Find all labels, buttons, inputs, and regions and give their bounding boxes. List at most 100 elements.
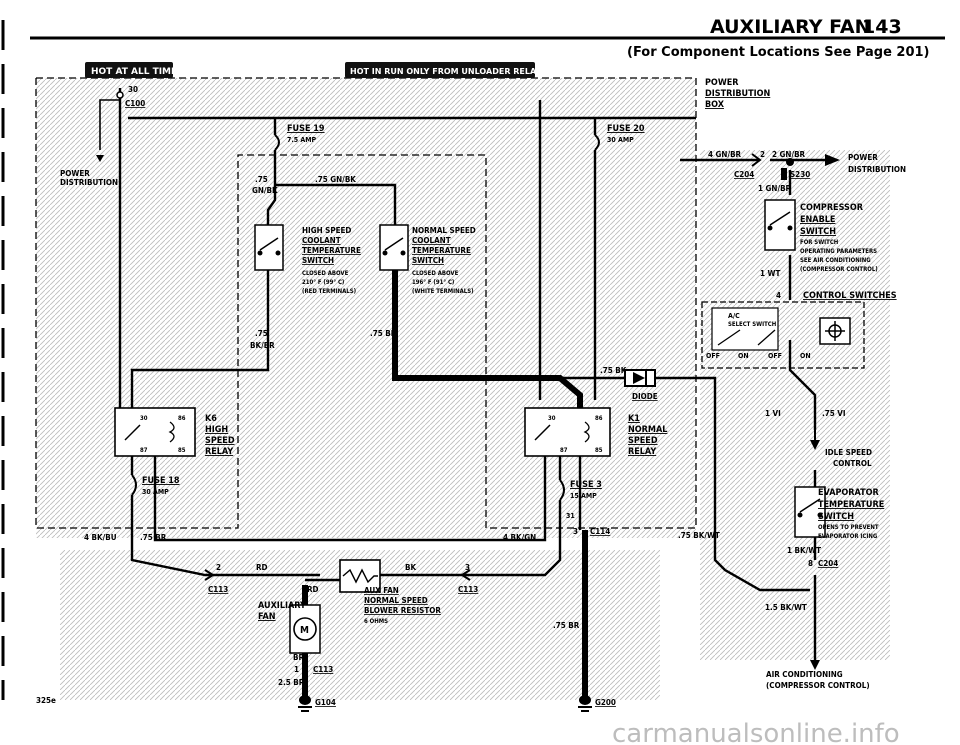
svg-text:1 BK/WT: 1 BK/WT (787, 546, 821, 555)
wire-label: .75 BR (140, 533, 167, 542)
svg-text:15 AMP: 15 AMP (570, 492, 597, 500)
c113-left-connector: 2 C113 RD (204, 563, 268, 594)
svg-text:85: 85 (595, 447, 603, 454)
svg-text:TEMPERATURE: TEMPERATURE (412, 246, 471, 255)
svg-text:FUSE 18: FUSE 18 (142, 476, 180, 486)
svg-text:FOR SWITCH: FOR SWITCH (800, 239, 839, 246)
svg-text:RD: RD (256, 563, 268, 572)
diode: DIODE (624, 369, 658, 401)
svg-text:30 AMP: 30 AMP (607, 136, 634, 144)
svg-text:COOLANT: COOLANT (302, 236, 341, 245)
svg-text:POWER: POWER (705, 78, 739, 88)
wire-label: .75 BR (553, 621, 580, 630)
svg-text:7.5 AMP: 7.5 AMP (287, 136, 316, 144)
svg-text:AUX FAN: AUX FAN (364, 586, 399, 595)
normal-speed-coolant-switch: NORMAL SPEED COOLANT TEMPERATURE SWITCH … (379, 224, 476, 295)
svg-text:C204: C204 (734, 170, 754, 179)
page-header: AUXILIARY FAN 143 (For Component Locatio… (30, 16, 945, 60)
evaporator-temperature-switch: EVAPORATOR TEMPERATURE SWITCH OPENS TO P… (765, 486, 884, 612)
arrow-icon (810, 440, 820, 450)
c100-connector (116, 91, 124, 99)
svg-text:OPENS TO PREVENT: OPENS TO PREVENT (818, 524, 879, 531)
arrow-icon (810, 660, 820, 670)
pin-label: 3 (573, 527, 578, 536)
svg-text:8: 8 (808, 559, 813, 568)
badge-hot-at-all-times: HOT AT ALL TIMES (85, 62, 184, 78)
svg-text:CLOSED ABOVE: CLOSED ABOVE (412, 270, 459, 277)
page-title: AUXILIARY FAN (710, 16, 871, 38)
svg-text:30: 30 (140, 415, 148, 422)
svg-text:SELECT SWITCH: SELECT SWITCH (728, 321, 777, 328)
wire-label: .75 (255, 175, 268, 184)
svg-text:RELAY: RELAY (205, 447, 233, 457)
svg-text:SWITCH: SWITCH (800, 227, 836, 237)
c114-label: C114 (590, 527, 610, 536)
c100-label: C100 (125, 99, 145, 108)
k1-normal-speed-relay: 30 86 87 85 K1 NORMAL SPEED RELAY (524, 407, 667, 457)
svg-text:IDLE SPEED: IDLE SPEED (825, 448, 872, 457)
ground-g200: G200 (578, 695, 616, 712)
svg-text:SPEED: SPEED (205, 436, 235, 446)
svg-text:HOT AT ALL TIMES: HOT AT ALL TIMES (91, 67, 184, 77)
wire-label: BK/BR (250, 341, 275, 350)
svg-text:CONTROL: CONTROL (833, 459, 872, 468)
control-switches: 4 CONTROL SWITCHES A/C SELECT SWITCH OFF… (701, 291, 897, 369)
wire-label: .75 BK (600, 366, 627, 375)
svg-text:4 GN/BR: 4 GN/BR (708, 150, 742, 159)
svg-text:87: 87 (560, 447, 568, 454)
wire-label: 4 BK/BU (84, 533, 117, 542)
svg-text:1.5 BK/WT: 1.5 BK/WT (765, 603, 807, 612)
svg-text:NORMAL SPEED: NORMAL SPEED (412, 226, 476, 235)
svg-text:C113: C113 (458, 585, 478, 594)
ac-compressor-control-label: AIR CONDITIONING (COMPRESSOR CONTROL) (766, 670, 870, 690)
svg-text:K1: K1 (628, 414, 640, 424)
svg-text:S230: S230 (790, 170, 810, 179)
svg-text:SPEED: SPEED (628, 436, 658, 446)
ground-g104: G104 (298, 695, 336, 712)
svg-text:FUSE 3: FUSE 3 (570, 480, 602, 490)
fuse-18: FUSE 18 30 AMP (131, 474, 180, 496)
svg-text:(RED TERMINALS): (RED TERMINALS) (302, 288, 356, 295)
svg-text:SEE AIR CONDITIONING: SEE AIR CONDITIONING (800, 257, 871, 264)
svg-text:M: M (300, 625, 309, 636)
svg-text:K6: K6 (205, 414, 217, 424)
wire-30-label: 30 (128, 85, 138, 94)
svg-text:G104: G104 (315, 698, 336, 707)
svg-text:RD: RD (307, 585, 319, 594)
svg-text:OFF: OFF (706, 352, 720, 360)
page-code: 325e (36, 696, 56, 705)
svg-text:C113: C113 (313, 665, 333, 674)
svg-text:A/C: A/C (728, 312, 740, 320)
svg-text:C113: C113 (208, 585, 228, 594)
svg-text:OPERATING PARAMETERS: OPERATING PARAMETERS (800, 248, 877, 255)
svg-text:DISTRIBUTION: DISTRIBUTION (60, 178, 118, 187)
power-distribution-box-label: POWER DISTRIBUTION BOX (705, 78, 770, 110)
svg-text:TEMPERATURE: TEMPERATURE (302, 246, 361, 255)
svg-text:(COMPRESSOR CONTROL): (COMPRESSOR CONTROL) (800, 266, 878, 273)
svg-text:87: 87 (140, 447, 148, 454)
svg-text:86: 86 (178, 415, 186, 422)
compressor-enable-switch: COMPRESSOR ENABLE SWITCH FOR SWITCH OPER… (760, 199, 878, 278)
svg-text:TEMPERATURE: TEMPERATURE (818, 500, 884, 510)
svg-text:SWITCH: SWITCH (818, 512, 854, 522)
watermark: carmanualsonline.info (612, 719, 900, 745)
svg-text:4: 4 (776, 291, 781, 300)
svg-text:SWITCH: SWITCH (412, 256, 444, 265)
svg-text:POWER: POWER (848, 153, 878, 162)
svg-text:BR: BR (293, 653, 304, 662)
svg-text:1: 1 (294, 665, 299, 674)
svg-text:6 OHMS: 6 OHMS (364, 618, 388, 625)
svg-text:ON: ON (738, 352, 749, 360)
svg-text:CONTROL SWITCHES: CONTROL SWITCHES (803, 291, 897, 301)
svg-text:ENABLE: ENABLE (800, 215, 835, 225)
wire-label: .75 VI (822, 409, 846, 418)
svg-text:3: 3 (465, 563, 470, 572)
svg-text:31: 31 (566, 512, 575, 520)
svg-text:86: 86 (595, 415, 603, 422)
idle-speed-control-label: IDLE SPEED CONTROL (825, 448, 872, 468)
svg-text:BK: BK (405, 563, 416, 572)
svg-text:OFF: OFF (768, 352, 782, 360)
svg-text:POWER: POWER (60, 169, 90, 178)
wire-label: .75 BK (370, 329, 397, 338)
